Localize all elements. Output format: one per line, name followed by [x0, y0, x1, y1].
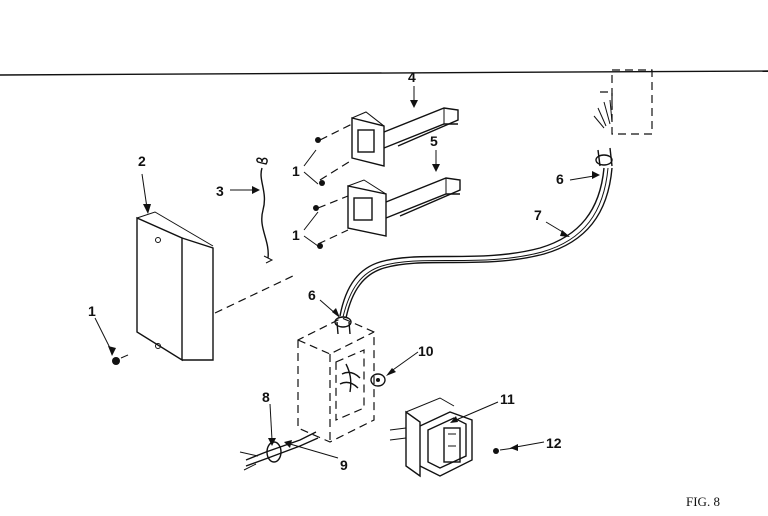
part-1-element-screws — [313, 137, 325, 249]
callout-4: 4 — [408, 69, 416, 85]
callout-1c: 1 — [292, 227, 300, 243]
callout-7: 7 — [534, 207, 542, 223]
part-5-element — [317, 177, 461, 245]
wall-outlet-dashed — [600, 69, 653, 135]
callout-5: 5 — [430, 133, 438, 149]
callout-3: 3 — [216, 183, 224, 199]
callout-1b: 1 — [292, 163, 300, 179]
figure-label: FIG. 8 — [686, 494, 720, 509]
part-4-element — [319, 107, 459, 181]
junction-box — [297, 317, 375, 443]
part-3-wire — [256, 157, 274, 264]
callout-6b: 6 — [308, 287, 316, 303]
callout-10: 10 — [418, 343, 434, 359]
part-7-cable — [339, 167, 613, 319]
callout-2: 2 — [138, 153, 146, 169]
top-border — [0, 70, 768, 76]
part-6-grommet-lower — [334, 316, 352, 335]
callout-6a: 6 — [556, 171, 564, 187]
leader-lines — [94, 86, 600, 459]
part-6-grommet-upper — [595, 147, 613, 167]
part-8-cord — [239, 431, 319, 471]
callout-12: 12 — [546, 435, 562, 451]
part-11-receptacle — [389, 397, 473, 478]
part-2-bracket — [136, 211, 214, 362]
callout-1a: 1 — [88, 303, 96, 319]
part-12-screw — [493, 447, 515, 454]
upper-wire-ends — [593, 99, 613, 129]
callout-9: 9 — [340, 457, 348, 473]
callout-8: 8 — [262, 389, 270, 405]
leader-dash-bracket — [214, 274, 296, 314]
part-10-connector — [370, 373, 386, 387]
part-1-screw — [112, 354, 129, 365]
callout-11: 11 — [500, 391, 515, 407]
